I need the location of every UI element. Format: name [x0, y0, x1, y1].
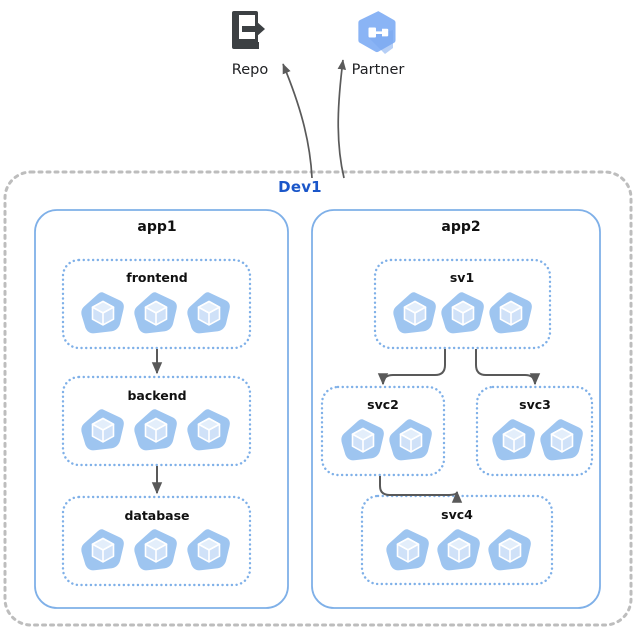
service-label-frontend: frontend	[126, 270, 188, 285]
repo-icon[interactable]	[232, 11, 265, 49]
edge-sv1-to-svc3	[475, 349, 541, 386]
service-label-svc4: svc4	[441, 507, 473, 522]
pods-backend	[80, 408, 231, 452]
edges	[151, 349, 541, 503]
pods-sv1	[392, 291, 533, 335]
external-edges	[282, 59, 347, 179]
app-label-app2: app2	[441, 219, 481, 235]
service-label-database: database	[124, 508, 190, 523]
edge-cluster-to-repo	[282, 63, 313, 179]
cluster-dev1[interactable]	[3, 170, 633, 627]
edge-sv1-to-svc2	[377, 349, 446, 386]
edge-svc2-to-svc4	[379, 476, 463, 503]
app-label-app1: app1	[137, 219, 177, 235]
service-label-sv1: sv1	[449, 270, 475, 285]
pods-svc4	[385, 528, 532, 572]
external-node-label-repo: Repo	[231, 62, 269, 78]
partner-hexagon-icon[interactable]	[358, 11, 396, 54]
service-label-backend: backend	[127, 388, 187, 403]
pods-frontend	[80, 291, 231, 335]
edge-cluster-to-partner	[337, 59, 347, 179]
cluster-boundary	[3, 170, 633, 627]
service-label-svc3: svc3	[519, 397, 551, 412]
external-node-label-partner: Partner	[351, 62, 405, 78]
cluster-label-dev1: Dev1	[278, 178, 322, 196]
pods-database	[80, 528, 231, 572]
service-label-svc2: svc2	[367, 397, 399, 412]
